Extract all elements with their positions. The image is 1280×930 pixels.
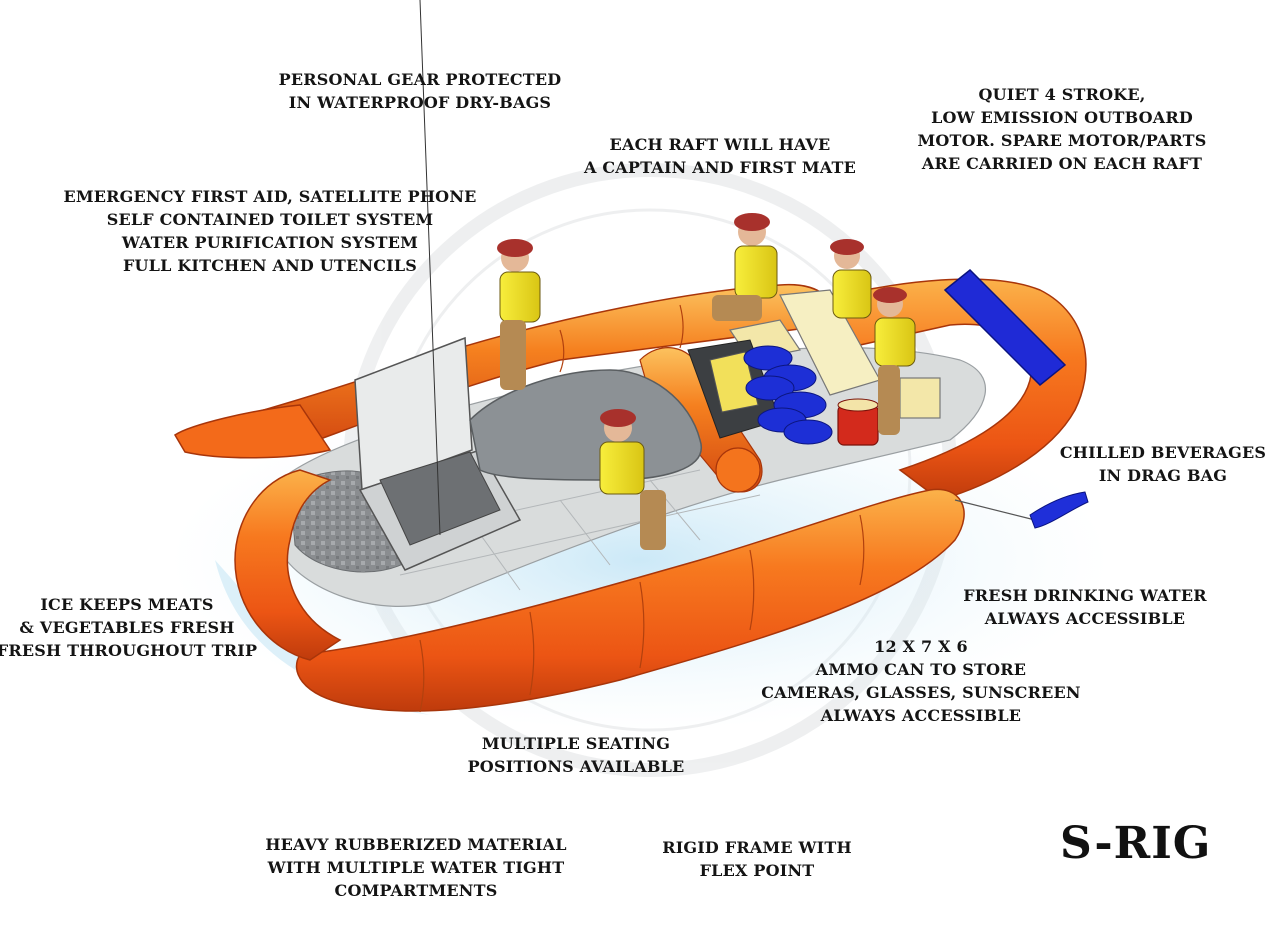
callout-line: CHILLED BEVERAGES (1059, 443, 1267, 462)
callout-water: FRESH DRINKING WATER ALWAYS ACCESSIBLE (963, 584, 1207, 630)
person-1 (497, 239, 541, 390)
drag-bag (1029, 491, 1089, 529)
callout-line: PERSONAL GEAR PROTECTED (278, 70, 562, 89)
callout-motor: QUIET 4 STROKE, LOW EMISSION OUTBOARD MO… (917, 83, 1206, 175)
yellow-crate (709, 351, 759, 413)
diagram-title: S-RIG (1060, 818, 1212, 869)
callout-line: SELF CONTAINED TOILET SYSTEM (106, 210, 434, 229)
callout-captain: EACH RAFT WILL HAVE A CAPTAIN AND FIRST … (584, 133, 856, 179)
person-3 (830, 239, 872, 319)
callout-line: QUIET 4 STROKE, (978, 85, 1146, 104)
callout-seating: MULTIPLE SEATING POSITIONS AVAILABLE (468, 732, 685, 778)
callout-personal-gear: PERSONAL GEAR PROTECTED IN WATERPROOF DR… (279, 68, 562, 114)
callout-line: CAMERAS, GLASSES, SUNSCREEN (761, 683, 1081, 702)
callout-emergency: EMERGENCY FIRST AID, SATELLITE PHONE SEL… (63, 185, 476, 277)
callout-line: EMERGENCY FIRST AID, SATELLITE PHONE (63, 187, 477, 206)
person-2 (712, 213, 778, 321)
callout-line: A CAPTAIN AND FIRST MATE (583, 158, 857, 177)
callout-line: ALWAYS ACCESSIBLE (984, 609, 1186, 628)
callout-beverages: CHILLED BEVERAGES IN DRAG BAG (1060, 441, 1266, 487)
callout-line: POSITIONS AVAILABLE (467, 757, 685, 776)
callout-line: WITH MULTIPLE WATER TIGHT (267, 858, 565, 877)
callout-line: IN DRAG BAG (1098, 466, 1228, 485)
raft-front-tube (295, 488, 965, 712)
callout-line: FLEX POINT (699, 861, 815, 880)
callout-line: LOW EMISSION OUTBOARD (931, 108, 1193, 127)
callout-frame: RIGID FRAME WITH FLEX POINT (662, 836, 852, 882)
callout-line: FRESH THROUGHOUT TRIP (0, 641, 258, 660)
raft-tube-cap (715, 447, 761, 493)
callout-line: ICE KEEPS MEATS (40, 595, 214, 614)
callout-line: ALWAYS ACCESSIBLE (820, 706, 1022, 725)
person-4 (873, 287, 916, 435)
callout-line: MULTIPLE SEATING (481, 734, 671, 753)
callout-ice: ICE KEEPS MEATS & VEGETABLES FRESH FRESH… (0, 593, 257, 662)
callout-line: FRESH DRINKING WATER (963, 586, 1207, 605)
kitchen-box (354, 0, 522, 571)
callout-line: ARE CARRIED ON EACH RAFT (921, 154, 1203, 173)
callout-line: & VEGETABLES FRESH (19, 618, 235, 637)
callout-material: HEAVY RUBBERIZED MATERIAL WITH MULTIPLE … (265, 833, 566, 902)
callout-ammo: 12 X 7 X 6 AMMO CAN TO STORE CAMERAS, GL… (761, 635, 1080, 727)
callout-line: HEAVY RUBBERIZED MATERIAL (265, 835, 567, 854)
callout-line: AMMO CAN TO STORE (815, 660, 1027, 679)
callout-line: MOTOR. SPARE MOTOR/PARTS (917, 131, 1207, 150)
callout-line: IN WATERPROOF DRY-BAGS (288, 93, 552, 112)
callout-line: FULL KITCHEN AND UTENCILS (122, 256, 418, 275)
callout-line: 12 X 7 X 6 (874, 637, 968, 656)
drag-bag-rope (954, 499, 1036, 521)
callout-line: EACH RAFT WILL HAVE (609, 135, 831, 154)
person-5 (599, 409, 666, 550)
water-bucket (837, 398, 879, 446)
callout-line: WATER PURIFICATION SYSTEM (121, 233, 419, 252)
blue-dry-bags (743, 345, 833, 445)
callout-line: COMPARTMENTS (334, 881, 498, 900)
outboard-motor (943, 268, 1067, 387)
tube-seams (419, 304, 865, 713)
raft-left-pontoon (173, 404, 332, 459)
raft-bow-tube (234, 469, 342, 661)
callout-line: RIGID FRAME WITH (662, 838, 852, 857)
